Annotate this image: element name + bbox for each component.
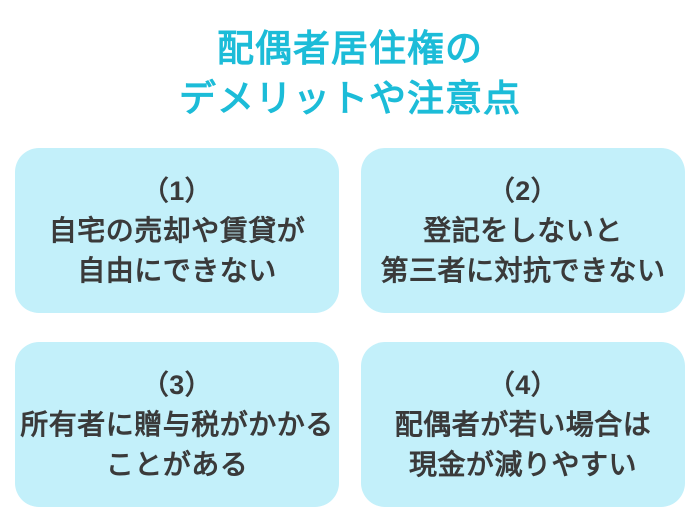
cards-grid: （1） 自宅の売却や賃貸が 自由にできない （2） 登記をしないと 第三者に対抗… <box>0 148 700 507</box>
card-1-text-line-1: 自宅の売却や賃貸が <box>48 214 306 246</box>
card-2-number: （2） <box>487 175 559 206</box>
card-4-number: （4） <box>487 369 559 400</box>
card-2-text-line-1: 登記をしないと <box>423 214 623 246</box>
page-title-line-1: 配偶者居住権の <box>217 28 483 69</box>
card-3-text-line-2: ことがある <box>105 448 249 480</box>
card-2-text-line-2: 第三者に対抗できない <box>380 254 666 286</box>
card-1: （1） 自宅の売却や賃貸が 自由にできない <box>15 148 339 313</box>
card-4-text-line-1: 配偶者が若い場合は <box>394 408 652 440</box>
card-1-number: （1） <box>141 175 213 206</box>
card-3-text-line-1: 所有者に贈与税がかかる <box>20 408 334 440</box>
card-4: （4） 配偶者が若い場合は 現金が減りやすい <box>361 342 685 507</box>
card-3: （3） 所有者に贈与税がかかる ことがある <box>15 342 339 507</box>
card-2: （2） 登記をしないと 第三者に対抗できない <box>361 148 685 313</box>
card-4-text-line-2: 現金が減りやすい <box>408 448 637 480</box>
page-title-line-2: デメリットや注意点 <box>179 78 521 119</box>
page-title: 配偶者居住権の デメリットや注意点 <box>0 24 700 124</box>
card-3-number: （3） <box>141 369 213 400</box>
card-1-text-line-2: 自由にできない <box>77 254 277 286</box>
